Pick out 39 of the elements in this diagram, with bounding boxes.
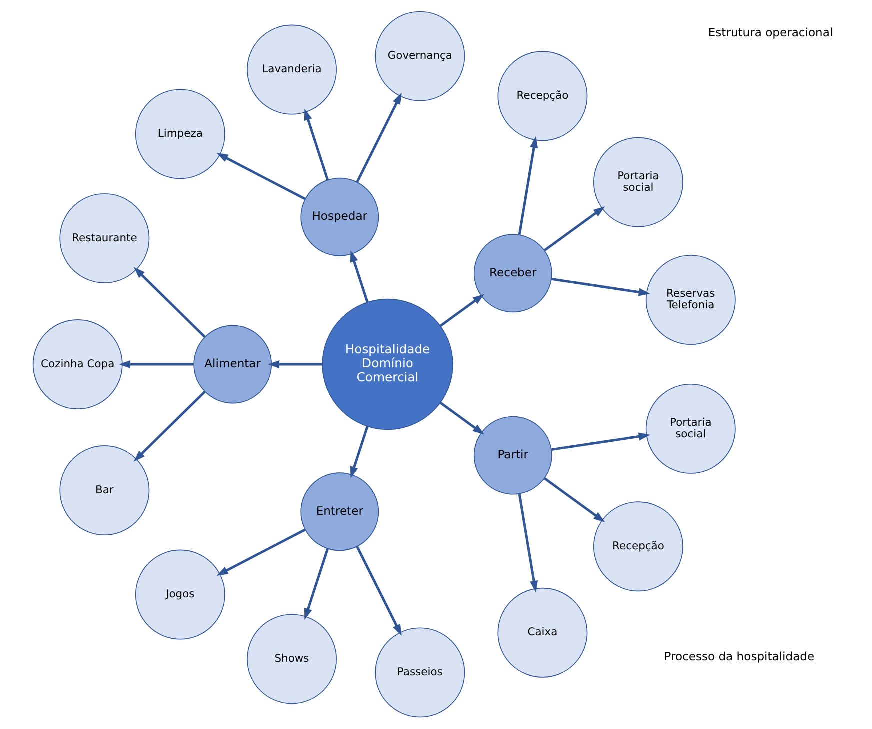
arrow bbox=[304, 108, 328, 180]
node-circle: Entreter bbox=[300, 472, 379, 552]
arrow bbox=[544, 206, 605, 252]
arrow bbox=[133, 390, 206, 462]
arrow bbox=[350, 250, 368, 303]
arrow bbox=[216, 528, 306, 576]
arrow bbox=[304, 548, 328, 620]
arrow bbox=[439, 294, 484, 328]
arrow bbox=[518, 494, 538, 593]
arrow bbox=[551, 278, 650, 296]
node-circle: Shows bbox=[246, 614, 336, 704]
arrow bbox=[544, 478, 605, 522]
arrow bbox=[518, 136, 538, 236]
arrow bbox=[267, 360, 322, 369]
node-circle: Bar bbox=[59, 446, 150, 536]
label: Processo da hospitalidade bbox=[664, 650, 814, 664]
arrow bbox=[551, 432, 650, 452]
arrow bbox=[118, 360, 194, 369]
arrow bbox=[439, 402, 484, 435]
node-circle: Portaria social bbox=[645, 384, 736, 474]
node-circle: Hospitalidade Domínio Comercial bbox=[322, 298, 453, 430]
node-circle: Limpeza bbox=[134, 89, 225, 180]
arrow bbox=[133, 267, 206, 338]
arrow bbox=[356, 92, 402, 183]
node-circle: Reservas Telefonia bbox=[645, 255, 736, 346]
arrow bbox=[350, 426, 368, 478]
node-circle: Jogos bbox=[134, 550, 225, 640]
node-circle: Caixa bbox=[497, 588, 588, 678]
node-circle: Alimentar bbox=[193, 325, 272, 404]
label: Estrutura operacional bbox=[708, 26, 833, 40]
node-circle: Governança bbox=[374, 11, 465, 102]
arrow bbox=[216, 153, 306, 200]
node-circle: Cozinha Copa bbox=[32, 320, 122, 410]
node-circle: Restaurante bbox=[59, 193, 150, 284]
node-circle: Passeios bbox=[374, 628, 465, 718]
node-circle: Recepção bbox=[497, 51, 588, 142]
node-circle: Hospedar bbox=[300, 178, 379, 256]
node-circle: Lavanderia bbox=[246, 24, 336, 115]
arrow bbox=[356, 546, 402, 636]
